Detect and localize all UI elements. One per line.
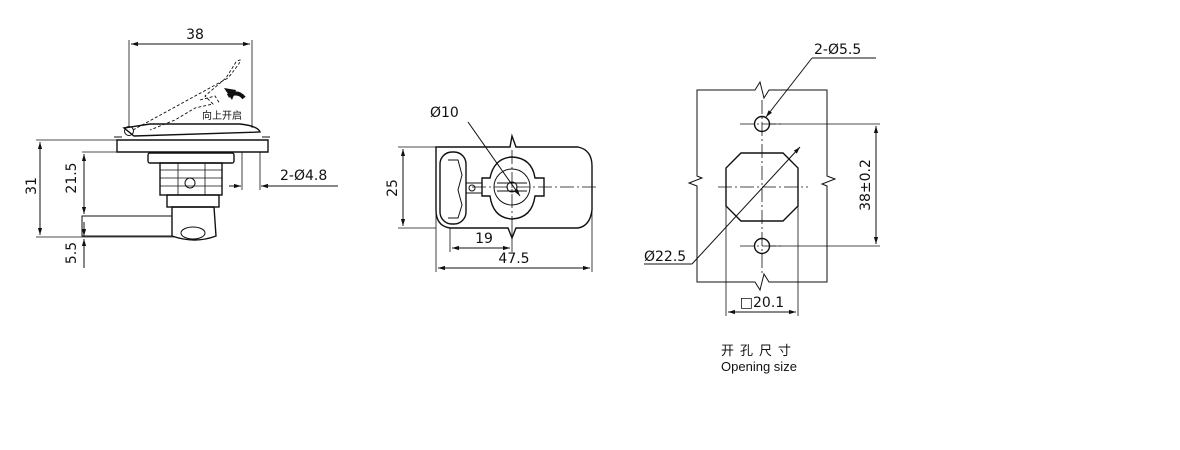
dim-length-label: 47.5 [498,251,529,267]
body-outline [435,133,593,240]
handle-pin [468,184,476,192]
dim-pitch-label: 38±0.2 [858,159,874,211]
dim-holes-label: 2-Ø4.8 [280,168,327,184]
open-arrow-head-icon [224,88,236,100]
dim-hole-diameter-label: Ø10 [430,105,459,121]
leader-diameter [691,146,801,265]
top-view: Ø10 25 19 47.5 [385,105,598,272]
pivot-pin [124,126,134,136]
handle-grip [439,151,467,225]
housing-collar [147,152,235,164]
leader-diameter [467,121,521,197]
dim-width-label: 38 [186,27,204,43]
lever-raised-detail [199,95,221,105]
cam-arm [81,215,173,237]
dim-offset-label: 19 [475,231,493,247]
lever-closed [122,123,261,137]
lift-label: 向上开启 [202,109,242,122]
lock-cylinder [481,156,545,220]
cutout-view: 2-Ø5.5 38±0.2 Ø22.5 □20.1 [644,42,880,316]
dim-diameter-label: Ø22.5 [644,249,686,265]
caption-chinese: 开孔尺寸 [720,344,797,359]
thread-boss [184,177,196,189]
caption-english: Opening size [721,359,797,374]
cam-end [180,226,206,240]
dim-bottom-label: 5.5 [64,242,80,264]
handle-grip-detail [448,159,463,219]
octagon-cutout [725,152,799,222]
cam-head [171,206,217,241]
side-view: 38 向上开启 31 21.5 5.5 [24,27,338,268]
leader-holes [765,57,813,118]
dim-height-total-label: 31 [24,177,40,195]
shaft-neck [166,194,220,208]
housing-detail [160,163,222,195]
panel-outline [687,80,837,292]
dim-height-body-label: 21.5 [64,162,80,193]
handle-neck [466,182,482,194]
dim-square-label: □20.1 [740,295,784,311]
flange-plate [116,139,269,153]
housing-body [159,162,223,196]
dim-holes-label: 2-Ø5.5 [814,42,861,58]
dim-height-label: 25 [385,179,401,197]
lever-raised-outline [132,59,241,131]
